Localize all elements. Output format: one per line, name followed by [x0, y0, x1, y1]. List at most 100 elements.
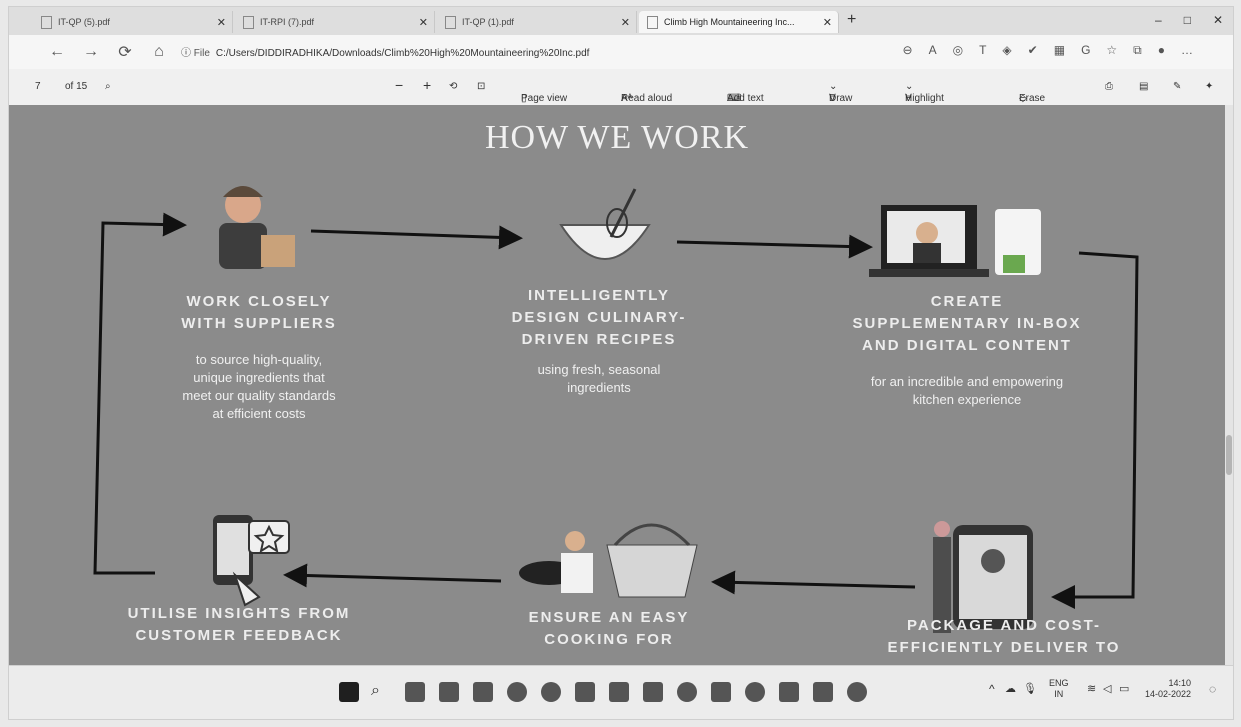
region-code: IN	[1054, 689, 1064, 699]
title-line: DRIVEN RECIPES	[521, 331, 677, 348]
close-tab-icon[interactable]: ✕	[620, 16, 630, 29]
wifi-icon[interactable]: ≋	[1087, 683, 1097, 695]
new-tab-button[interactable]: +	[847, 11, 857, 28]
step-desc: using fresh, seasonal ingredients	[489, 361, 709, 397]
title-line: SUPPLEMENTARY IN-BOX	[852, 315, 1082, 332]
recipe-card-box-icon	[995, 209, 1041, 275]
tab-1[interactable]: IT-QP (5).pdf✕	[33, 11, 233, 33]
arrow-step5-to-step6	[283, 563, 502, 588]
page-total: of 15	[65, 81, 88, 92]
zoom-icon[interactable]: ⊖	[902, 43, 913, 57]
close-tab-icon[interactable]: ✕	[418, 16, 428, 29]
arrow-step3-to-step4	[1051, 251, 1139, 609]
desc-line: kitchen experience	[912, 392, 1022, 407]
pdf-icon	[647, 15, 658, 29]
page-view-label: Page view	[521, 93, 568, 104]
task-view-icon[interactable]	[405, 682, 425, 702]
notification-icon[interactable]: ◌	[1209, 682, 1217, 696]
refresh-extension-icon[interactable]: G	[1081, 43, 1091, 57]
page-number-input[interactable]: 7	[35, 81, 41, 92]
highlight-label: Highlight	[905, 93, 944, 104]
highlight-icon: ∀	[905, 93, 912, 104]
scrollbar-thumb[interactable]	[1226, 435, 1232, 475]
cloud-icon[interactable]: ☁	[1005, 683, 1016, 695]
home-icon[interactable]: ⌂	[154, 43, 164, 60]
favorites-icon[interactable]: ☆	[1106, 43, 1118, 57]
file-explorer-icon[interactable]	[609, 682, 629, 702]
zoom-in-icon[interactable]: +	[423, 77, 432, 93]
forward-icon[interactable]: →	[83, 43, 99, 60]
phone-review-star-icon	[213, 515, 290, 607]
monitor-icon[interactable]	[575, 682, 595, 702]
arrow-step1-to-step2	[310, 225, 523, 250]
collections-icon[interactable]: ⧉	[1133, 43, 1142, 57]
zoom-out-icon[interactable]: −	[395, 77, 404, 93]
search-icon[interactable]: ⌕	[371, 682, 380, 699]
language-code: ENG	[1049, 678, 1069, 688]
language-indicator[interactable]: ENG IN	[1049, 678, 1069, 700]
arrow-step6-to-step1	[93, 212, 187, 575]
photos-icon[interactable]	[779, 682, 799, 702]
maximize-button[interactable]: □	[1183, 13, 1191, 27]
step-desc: to source high-quality, unique ingredien…	[129, 351, 389, 423]
tray-chevron-icon[interactable]: ^	[989, 682, 995, 696]
chat-icon[interactable]	[473, 682, 493, 702]
profile-avatar-icon[interactable]: ●	[1157, 43, 1165, 57]
rotate-icon[interactable]: ⟲	[449, 81, 458, 92]
pdf-toolbar: 7 of 15 ⌕ − + ⟲ ⊡ ▯ Page view Aᴬ Read al…	[9, 69, 1233, 106]
chrome-icon[interactable]	[507, 682, 527, 702]
grid-icon[interactable]: ▦	[1053, 43, 1066, 57]
time-text: 14:10	[1168, 678, 1192, 688]
battery-icon[interactable]: ▭	[1119, 683, 1130, 695]
title-line: CREATE	[930, 293, 1004, 310]
desc-line: unique ingredients that	[193, 370, 325, 385]
more-icon[interactable]: …	[1181, 43, 1193, 57]
close-window-button[interactable]: ✕	[1212, 13, 1223, 27]
close-tab-icon[interactable]: ✕	[822, 16, 832, 29]
minimize-button[interactable]: –	[1155, 13, 1162, 27]
browser-icon[interactable]	[677, 682, 697, 702]
chrome-window-icon[interactable]	[847, 682, 867, 702]
tab-2[interactable]: IT-RPI (7).pdf✕	[235, 11, 435, 33]
arrow-step4-to-step5	[711, 570, 916, 595]
mic-icon[interactable]: 🎙	[1023, 683, 1037, 695]
desc-line: using fresh, seasonal	[537, 362, 661, 377]
translate-icon[interactable]: T	[979, 43, 987, 57]
volume-icon[interactable]: ◁	[1103, 683, 1112, 695]
vertical-scrollbar[interactable]	[1225, 105, 1233, 665]
print-icon[interactable]: ⎙	[1105, 81, 1113, 92]
pin-icon[interactable]: ✦	[1205, 81, 1214, 92]
store-icon[interactable]	[643, 682, 663, 702]
browser-extension-icons: ⊖ A ◎ T ◈ ✔ ▦ G ☆ ⧉ ● …	[903, 43, 1193, 58]
refresh-icon[interactable]: ⟳	[118, 44, 132, 61]
title-line: INTELLIGENTLY	[527, 287, 671, 304]
teams-icon[interactable]	[813, 682, 833, 702]
edge-icon[interactable]	[541, 682, 561, 702]
highlight-button[interactable]: ∀ Highlight ⌄	[905, 81, 944, 104]
read-icon[interactable]: A	[928, 43, 937, 57]
save-as-icon[interactable]: ✎	[1173, 81, 1182, 92]
chrome-profile-icon[interactable]	[745, 682, 765, 702]
check-icon[interactable]: ✔	[1027, 43, 1038, 57]
tab-4-active[interactable]: Climb High Mountaineering Inc...✕	[639, 11, 839, 33]
read-aloud-label: Read aloud	[621, 93, 673, 104]
shield-icon[interactable]: ◈	[1002, 43, 1012, 57]
search-icon[interactable]: ⌕	[105, 81, 111, 92]
desc-line: ingredients	[567, 380, 631, 395]
widgets-icon[interactable]	[439, 682, 459, 702]
app-icon[interactable]	[711, 682, 731, 702]
date-text: 14-02-2022	[1145, 689, 1192, 699]
taskbar: ⌕ ^ ☁ 🎙 ENG IN ≋ ◁ ▭ 14:10 14-02-2022 ◌	[9, 665, 1233, 719]
draw-button[interactable]: ∀ Draw ⌄	[829, 81, 853, 104]
save-icon[interactable]: ▤	[1139, 81, 1149, 92]
tab-3[interactable]: IT-QP (1).pdf✕	[437, 11, 637, 33]
arrow-step2-to-step3	[676, 234, 873, 259]
fit-page-icon[interactable]: ⊡	[477, 81, 486, 92]
start-icon[interactable]	[339, 682, 359, 702]
back-icon[interactable]: ←	[49, 43, 65, 60]
extension-icon[interactable]: ◎	[952, 43, 964, 57]
clock[interactable]: 14:10 14-02-2022	[1145, 678, 1191, 700]
add-text-label: Add text	[727, 93, 764, 104]
close-tab-icon[interactable]: ✕	[216, 16, 226, 29]
